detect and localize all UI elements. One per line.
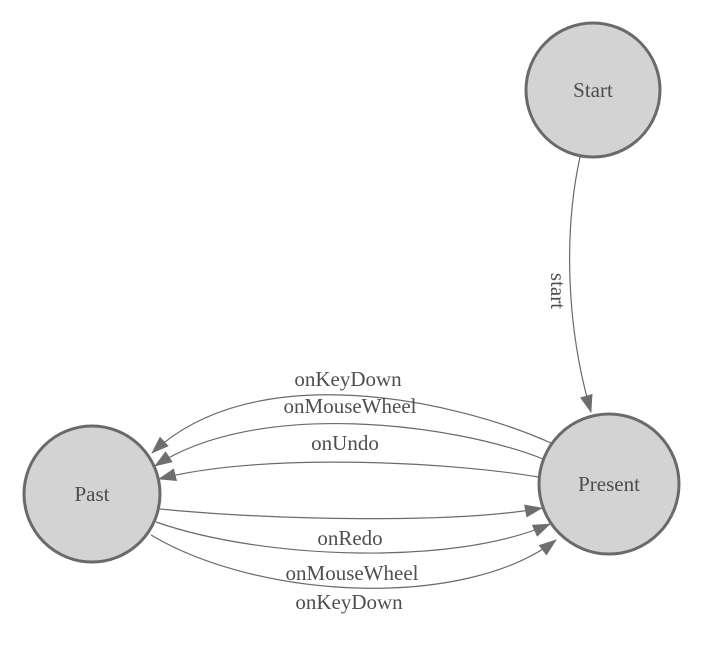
node-label-present: Present xyxy=(578,472,640,496)
edge-present-to-past-onundo xyxy=(158,461,539,481)
node-label-start: Start xyxy=(573,78,613,102)
edge-label-start-to-present: start xyxy=(546,273,570,309)
node-past xyxy=(22,424,162,564)
edge-label-present-to-past-onmousewheel: onMouseWheel xyxy=(284,394,417,418)
edge-past-to-present-onredo xyxy=(159,504,543,520)
edge-label-past-to-present-onkeydown: onKeyDown xyxy=(295,590,403,614)
node-label-past: Past xyxy=(74,482,109,506)
edge-past-to-present-onmousewheel xyxy=(155,521,551,554)
edge-label-present-to-past-onkeydown: onKeyDown xyxy=(294,367,402,391)
edge-start-to-present xyxy=(569,156,593,413)
edge-past-to-present-onkeydown xyxy=(150,534,557,589)
edge-present-to-past-onmousewheel xyxy=(154,423,544,467)
edge-present-to-past-onkeydown xyxy=(151,394,552,454)
edge-labels-layer: start onKeyDown onMouseWheel onUndo onRedo on… xyxy=(284,273,570,614)
edge-label-past-to-present-onmousewheel: onMouseWheel xyxy=(286,561,419,585)
node-start xyxy=(524,21,662,159)
edge-label-present-to-past-onundo: onUndo xyxy=(311,431,379,455)
edge-label-past-to-present-onredo: onRedo xyxy=(317,526,382,550)
edges-layer xyxy=(150,156,593,589)
node-present xyxy=(537,412,681,556)
